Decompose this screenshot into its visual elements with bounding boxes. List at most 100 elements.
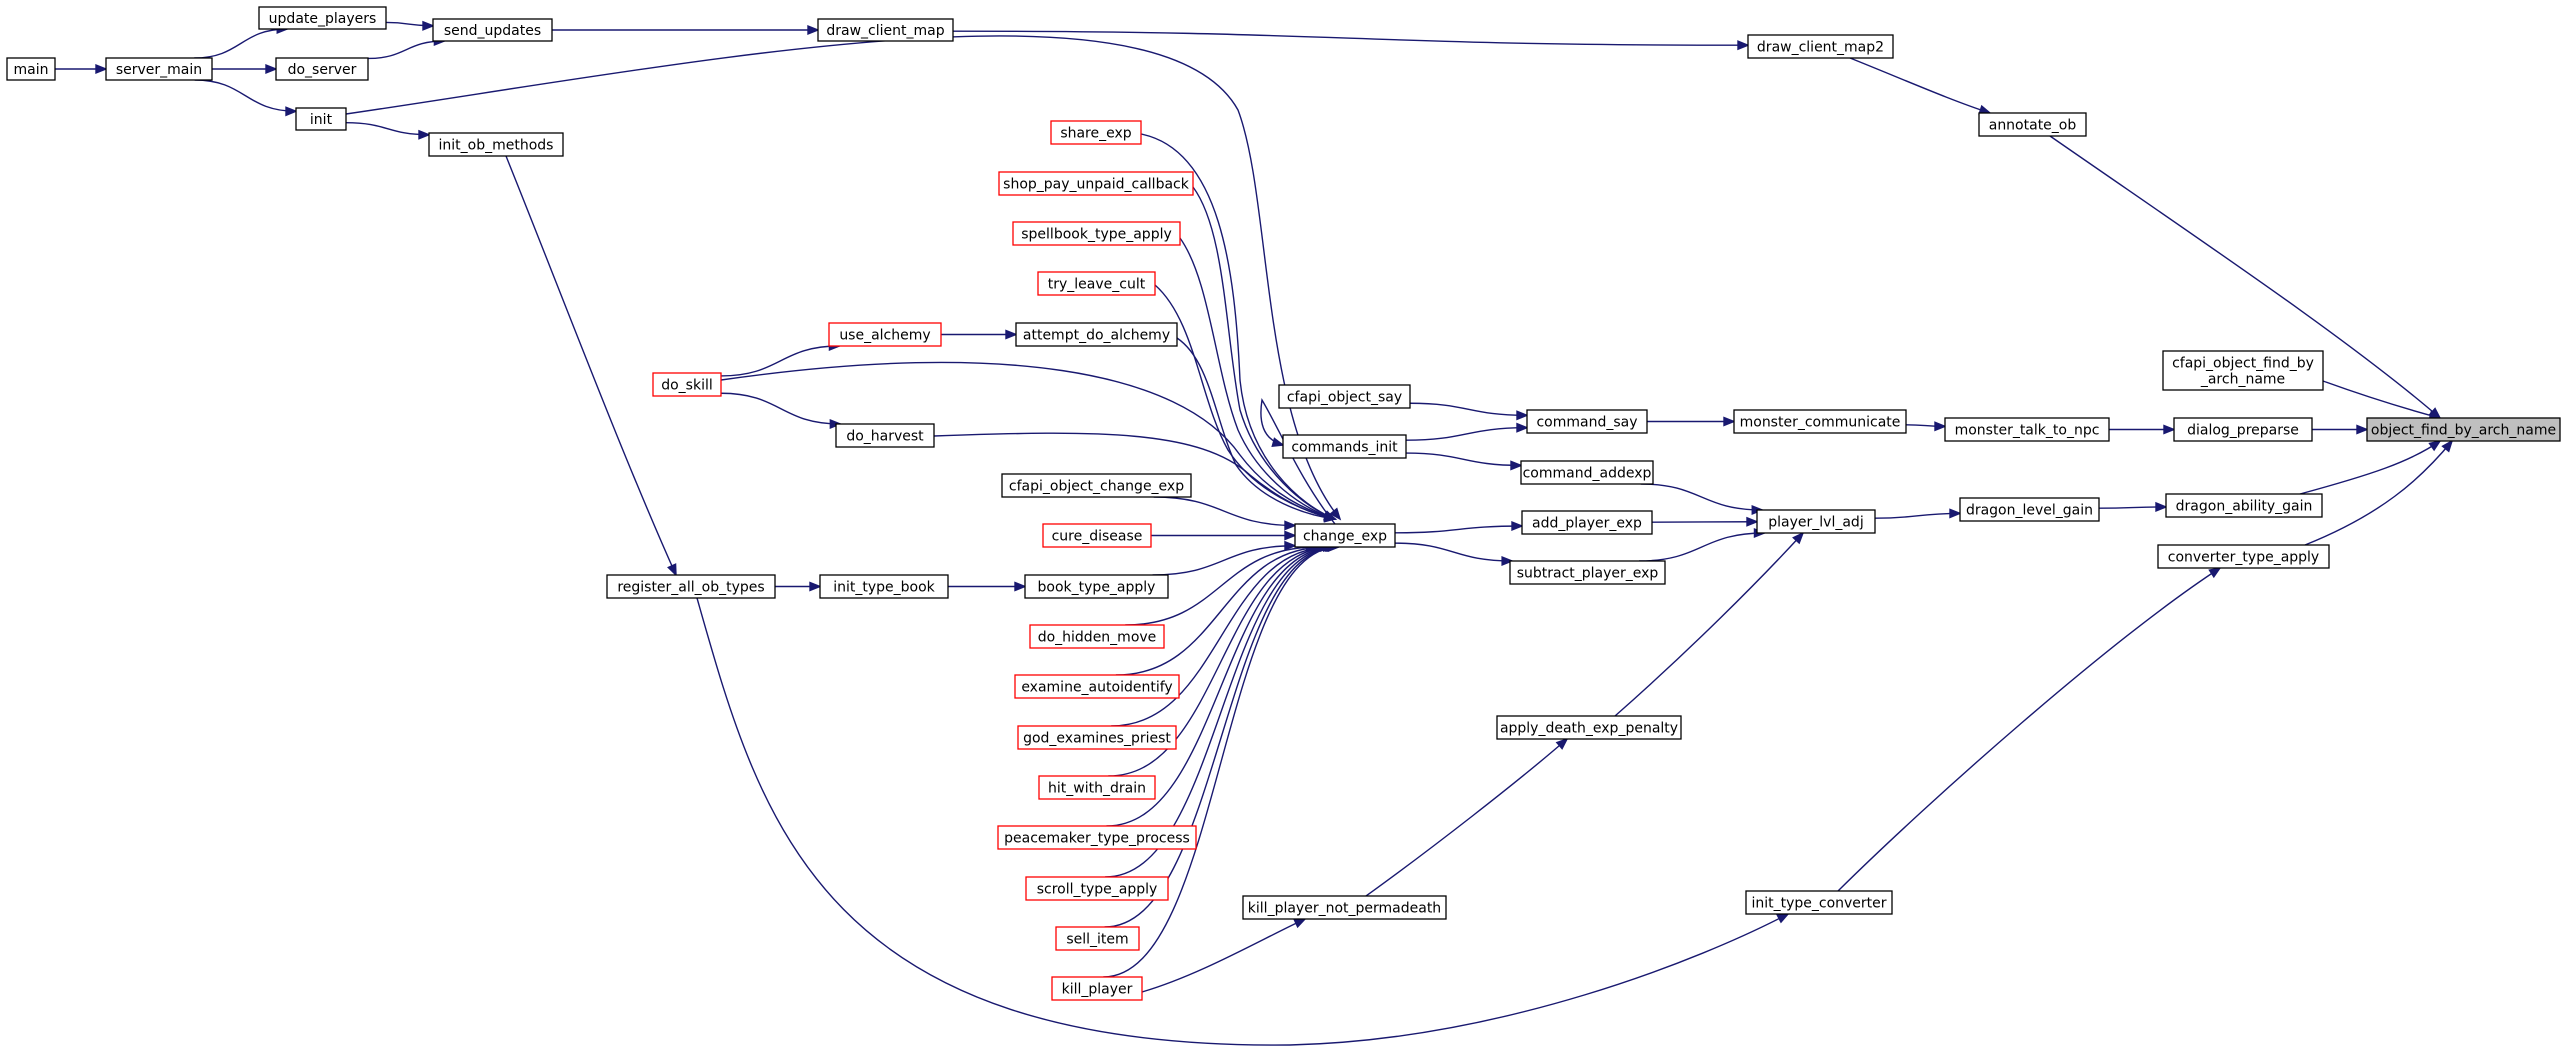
node-label: server_main [116,62,202,78]
node-annotate-ob[interactable]: annotate_ob [1978,112,2087,137]
node-use-alchemy[interactable]: use_alchemy [828,322,942,347]
edge-arrowhead [2428,439,2442,452]
node-do-harvest[interactable]: do_harvest [835,423,935,448]
edge-arrowhead [1284,530,1297,541]
node-box [275,57,369,81]
node-box [295,107,347,131]
edge-line [1103,546,1339,978]
edge-line [2299,440,2441,495]
edge-init_type_book-to-book_type_apply [948,581,1027,592]
edge-use_alchemy-to-attempt_do_alchemy [941,329,1018,340]
node-draw-client-map2[interactable]: draw_client_map2 [1747,34,1894,59]
node-object-find-by-arch-name[interactable]: object_find_by_arch_name [2366,417,2561,442]
node-do-skill[interactable]: do_skill [652,372,722,397]
node-book-type-apply[interactable]: book_type_apply [1024,574,1169,599]
node-add-player-exp[interactable]: add_player_exp [1521,510,1653,535]
node-label: attempt_do_alchemy [1023,328,1170,344]
edge-draw_client_map-to-draw_client_map2 [952,30,1750,51]
edge-line [1394,542,1513,562]
node-draw-client-map[interactable]: draw_client_map [817,18,954,42]
node-sell-item[interactable]: sell_item [1055,926,1140,951]
node-shop-pay-unpaid-callback[interactable]: shop_pay_unpaid_callback [998,171,1194,196]
edge-line [1111,546,1331,727]
node-attempt-do-alchemy[interactable]: attempt_do_alchemy [1015,322,1178,347]
node-commands-init[interactable]: commands_init [1282,434,1407,459]
node-command-say[interactable]: command_say [1526,409,1648,434]
node-box [1014,674,1180,699]
node-monster-talk-to-npc[interactable]: monster_talk_to_npc [1944,417,2110,442]
node-box [1978,112,2087,137]
edge-line [1394,525,1523,534]
node-spellbook-type-apply[interactable]: spellbook_type_apply [1012,221,1181,246]
node-label: scroll_type_apply [1037,882,1158,898]
node-try-leave-cult[interactable]: try_leave_cult [1037,271,1156,296]
edge-line [952,30,1749,46]
node-label: peacemaker_type_process [1004,831,1190,847]
edge-line [933,432,1336,520]
edge-line [1192,186,1336,520]
node-box [817,18,954,42]
node-do-server[interactable]: do_server [275,57,369,81]
edge-line [1260,397,1336,525]
node-converter-type-apply[interactable]: converter_type_apply [2157,544,2330,569]
edge-line [720,345,840,377]
node-init[interactable]: init [295,107,347,131]
edge-do_skill-to-do_harvest [720,392,843,430]
node-kill-player-not-permadeath[interactable]: kill_player_not_permadeath [1242,895,1447,920]
edge-line [194,28,288,59]
edge-do_skill-to-use_alchemy [720,340,842,377]
edge-arrowhead [1516,410,1529,421]
node-kill-player[interactable]: kill_player [1051,976,1143,1001]
edge-monster_communicate-to-monster_talk_to_npc [1905,421,1947,432]
edge-init_type_converter-to-converter_type_apply [1837,566,2222,892]
node-hit-with-drain[interactable]: hit_with_drain [1038,775,1156,800]
edge-line [1365,738,1568,897]
node-change-exp[interactable]: change_exp [1294,523,1396,548]
edge-change_exp-to-add_player_exp [1394,520,1524,534]
node-label: converter_type_apply [2168,550,2319,566]
node-label: send_updates [444,23,541,39]
node-cure-disease[interactable]: cure_disease [1042,523,1152,548]
node-box [1745,890,1893,915]
edge-line [720,361,1336,520]
node-init-ob-methods[interactable]: init_ob_methods [428,132,564,157]
node-share-exp[interactable]: share_exp [1050,120,1142,145]
edge-command_say-to-monster_communicate [1647,416,1736,427]
node-box [432,18,553,42]
node-init-type-converter[interactable]: init_type_converter [1745,890,1893,915]
node-cfapi-object-change-exp[interactable]: cfapi_object_change_exp [1001,473,1192,498]
node-main[interactable]: main [6,57,56,81]
node-register-all-ob-types[interactable]: register_all_ob_types [606,574,776,599]
node-god-examines-priest[interactable]: god_examines_priest [1017,725,1177,750]
node-dragon-ability-gain[interactable]: dragon_ability_gain [2165,493,2323,518]
node-cfapi-object-say[interactable]: cfapi_object_say [1278,384,1411,409]
node-apply-death-exp-penalty[interactable]: apply_death_exp_penalty [1496,715,1682,740]
edge-change_exp-to-subtract_player_exp [1394,542,1515,567]
edge-main-to-server_main [55,63,108,75]
node-subtract-player-exp[interactable]: subtract_player_exp [1509,560,1666,585]
node-peacemaker-type-process[interactable]: peacemaker_type_process [997,825,1197,850]
node-init-type-book[interactable]: init_type_book [819,574,949,599]
node-update-players[interactable]: update_players [258,6,387,30]
node-label: try_leave_cult [1048,277,1146,293]
node-do-hidden-move[interactable]: do_hidden_move [1029,624,1165,649]
edge-arrowhead [1516,422,1529,433]
edge-arrowhead [2441,439,2454,453]
node-box [1038,775,1156,800]
node-scroll-type-apply[interactable]: scroll_type_apply [1025,876,1169,901]
edge-attempt_do_alchemy-to-change_exp [1176,337,1337,523]
node-box [258,6,387,30]
edge-arrowhead [95,63,108,75]
node-label: sell_item [1066,932,1128,948]
node-monster-communicate[interactable]: monster_communicate [1733,409,1907,434]
node-player-lvl-adj[interactable]: player_lvl_adj [1756,509,1876,534]
node-send-updates[interactable]: send_updates [432,18,553,42]
node-command-addexp[interactable]: command_addexp [1520,460,1654,485]
node-examine-autoidentify[interactable]: examine_autoidentify [1014,674,1180,699]
node-dragon-level-gain[interactable]: dragon_level_gain [1959,497,2100,522]
node-cfapi-object-find-by-arch-name[interactable]: cfapi_object_find_by_arch_name [2162,350,2324,391]
node-box [2157,544,2330,569]
edge-arrowhead [2356,424,2369,435]
node-server-main[interactable]: server_main [105,57,213,81]
node-dialog-preparse[interactable]: dialog_preparse [2173,417,2313,442]
